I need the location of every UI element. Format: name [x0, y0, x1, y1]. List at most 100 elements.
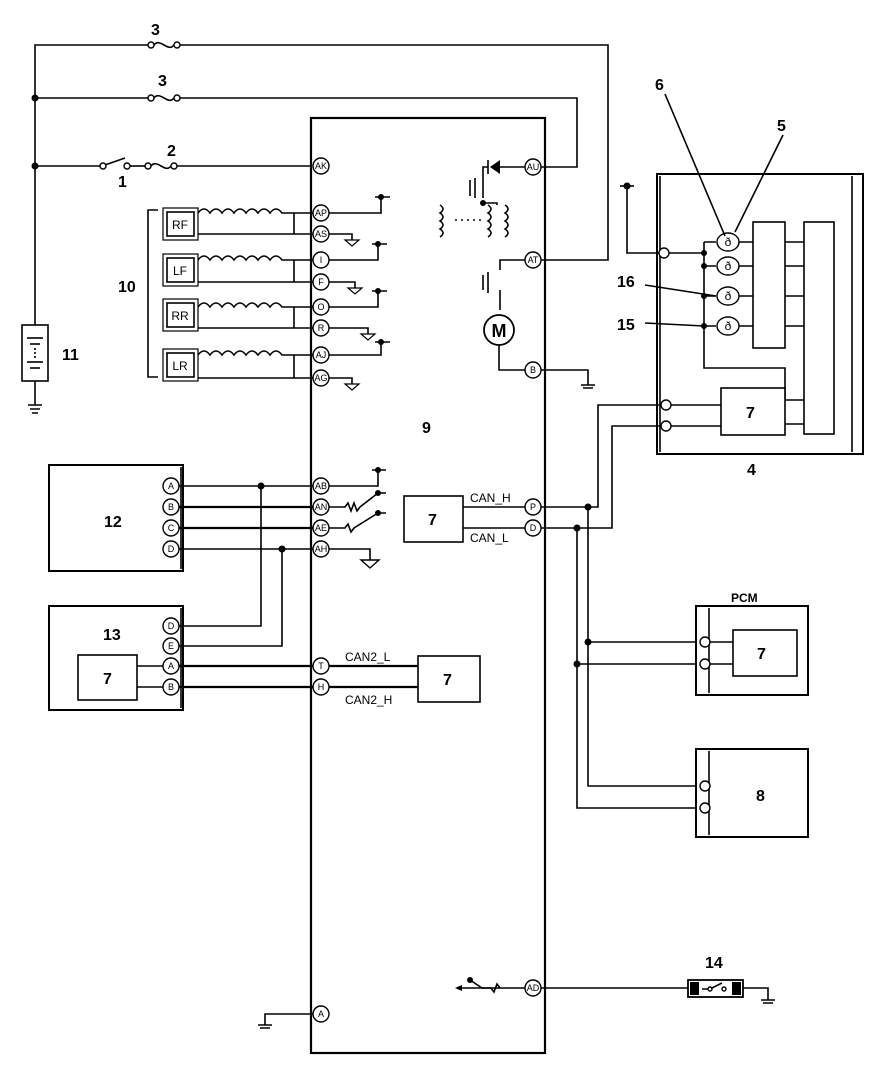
pin-b: B: [524, 361, 542, 379]
svg-text:P: P: [530, 502, 536, 512]
fuse-symbol: [147, 41, 181, 49]
pin-at: AT: [524, 251, 542, 269]
callout-11: 11: [62, 347, 79, 364]
pin-ae: AE: [312, 519, 330, 537]
svg-text:B: B: [168, 502, 174, 512]
svg-text:AG: AG: [314, 373, 327, 383]
callout-7: 7: [443, 672, 452, 689]
bulb-15: ð: [716, 316, 740, 336]
svg-text:B: B: [168, 682, 174, 692]
pcm-unit: PCM 7: [695, 591, 809, 696]
module-7-unit13: [77, 654, 138, 701]
pin-d: D: [524, 519, 542, 537]
svg-text:AH: AH: [315, 544, 328, 554]
svg-text:O: O: [317, 302, 324, 312]
svg-text:ð: ð: [725, 259, 732, 273]
svg-text:T: T: [318, 661, 324, 671]
svg-text:AP: AP: [315, 208, 327, 218]
switch-14: 14: [541, 955, 775, 1004]
svg-text:ð: ð: [725, 289, 732, 303]
unit-4: 4 ð ð ð ð 7 6 5 16 15: [617, 77, 864, 479]
can2-l-label: CAN2_L: [345, 650, 391, 664]
pin-aj: AJ: [312, 346, 330, 364]
unit13-pin-a: A: [162, 657, 180, 675]
pin-ap: AP: [312, 204, 330, 222]
module-7-can2: [417, 655, 481, 703]
svg-text:D: D: [530, 523, 537, 533]
svg-text:E: E: [168, 641, 174, 651]
svg-text:C: C: [168, 523, 175, 533]
unit12-pin-a: A: [162, 477, 180, 495]
main-unit-pins-right: AU AT B P D AD: [524, 158, 542, 997]
svg-text:LR: LR: [172, 359, 188, 373]
pin-ad: AD: [524, 979, 542, 997]
main-control-unit: 9: [309, 116, 547, 1055]
module-7-unit4: [720, 387, 786, 436]
svg-text:AU: AU: [527, 162, 540, 172]
svg-text:RR: RR: [171, 309, 189, 323]
callout-5: 5: [777, 118, 786, 135]
callout-2: 2: [167, 143, 176, 160]
svg-text:AT: AT: [528, 255, 539, 265]
driver-block: [752, 221, 786, 349]
speaker-lf: LF: [162, 241, 387, 295]
internal-circuitry: M 7 CAN_H CAN_L 7 CAN2_L CAN2_H: [258, 160, 595, 1029]
unit13-pin-b: B: [162, 678, 180, 696]
svg-text:A: A: [168, 661, 174, 671]
svg-text:RF: RF: [172, 218, 188, 232]
pin-as: AS: [312, 225, 330, 243]
callout-9: 9: [422, 420, 431, 437]
pin-h: H: [312, 678, 330, 696]
callout-12: 12: [104, 514, 122, 531]
svg-text:A: A: [168, 481, 174, 491]
pin-t: T: [312, 657, 330, 675]
callout-16: 16: [617, 274, 635, 291]
svg-text:I: I: [320, 255, 323, 265]
control-block: [803, 221, 835, 435]
callout-7: 7: [428, 512, 437, 529]
bulb-16: ð: [716, 286, 740, 306]
can2-h-label: CAN2_H: [345, 693, 392, 707]
callout-10: 10: [118, 279, 136, 296]
speaker-lr: LR: [162, 339, 390, 391]
svg-text:AE: AE: [315, 523, 327, 533]
unit12-pin-b: B: [162, 498, 180, 516]
svg-text:AD: AD: [527, 983, 540, 993]
unit13-pin-e: E: [162, 637, 180, 655]
unit13-pin-d: D: [162, 617, 180, 635]
svg-text:AK: AK: [315, 161, 327, 171]
can-l-label: CAN_L: [470, 531, 509, 545]
svg-text:D: D: [168, 621, 175, 631]
svg-text:B: B: [530, 365, 536, 375]
svg-text:AS: AS: [315, 229, 327, 239]
callout-8: 8: [756, 788, 765, 805]
callout-14: 14: [705, 955, 723, 972]
fuse-symbol: [144, 162, 195, 170]
svg-text:D: D: [168, 544, 175, 554]
svg-text:AB: AB: [315, 481, 327, 491]
svg-text:R: R: [318, 323, 325, 333]
pcm-label: PCM: [731, 591, 758, 605]
battery: 11: [21, 324, 79, 414]
power-feed-wiring: 3 3 2 1: [31, 22, 609, 350]
pin-an: AN: [312, 498, 330, 516]
pin-ag: AG: [312, 369, 330, 387]
pin-ah: AH: [312, 540, 330, 558]
pin-a: A: [312, 1005, 330, 1023]
pin-i: I: [312, 251, 330, 269]
callout-15: 15: [617, 317, 635, 334]
bulb-5: ð: [716, 232, 740, 252]
svg-text:AN: AN: [315, 502, 328, 512]
speaker-rf: RF: [162, 194, 390, 247]
svg-text:LF: LF: [173, 264, 187, 278]
callout-1: 1: [118, 174, 127, 191]
switch-symbol: [99, 157, 145, 170]
can-bus-wiring: [541, 404, 700, 809]
can-h-label: CAN_H: [470, 491, 511, 505]
module-7-internal: [403, 495, 464, 543]
speaker-rr: RR: [162, 288, 387, 341]
callout-6: 6: [655, 77, 664, 94]
svg-text:ð: ð: [725, 319, 732, 333]
svg-text:H: H: [318, 682, 325, 692]
